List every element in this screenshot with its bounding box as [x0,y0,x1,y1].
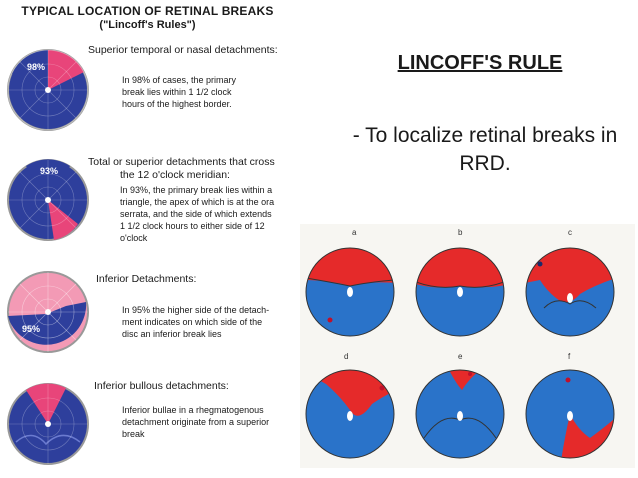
case-3-heading: Inferior Detachments: [96,273,197,285]
panel-label-f: f [568,352,571,361]
left-subtitle: ("Lincoff's Rules") [99,19,196,31]
percent-label-95: 95% [22,324,41,334]
fundus-diagram-12-oclock [6,148,90,252]
panel-label-c: c [568,228,572,237]
case-2-heading: Total or superior detachments that cross… [88,156,275,181]
fundus-diagram-inferior-bullous [6,372,90,476]
case-1-body: In 98% of cases, the primary break lies … [122,75,237,109]
case-2-body: In 93%, the primary break lies within a … [120,185,275,243]
case-4-heading: Inferior bullous detachments: [94,380,229,392]
retinal-detachment-diagram-panel: a b c d e f [300,224,635,468]
panel-label-d: d [344,352,349,361]
rule-title: LINCOFF'S RULE [397,52,563,74]
case-4-body: Inferior bullae in a rhegmatogenous deta… [122,405,270,439]
fundus-a [306,248,394,336]
fundus-c [526,248,614,336]
panel-label-b: b [458,228,463,237]
detachment-fundus-grid [305,247,615,459]
fundus-diagram-inferior [6,260,90,364]
case-1-heading: Superior temporal or nasal detachments: [88,44,278,56]
case-3-body: In 95% the higher side of the detach- me… [122,305,270,339]
rule-description: - To localize retinal breaks in RRD. [352,124,618,175]
percent-label-93: 93% [40,166,59,176]
panel-label-e: e [458,352,463,361]
panel-label-a: a [352,228,357,237]
fundus-diagram-superior-temporal [6,38,90,142]
percent-label-98: 98% [27,62,46,72]
left-title: TYPICAL LOCATION OF RETINAL BREAKS [21,4,274,18]
